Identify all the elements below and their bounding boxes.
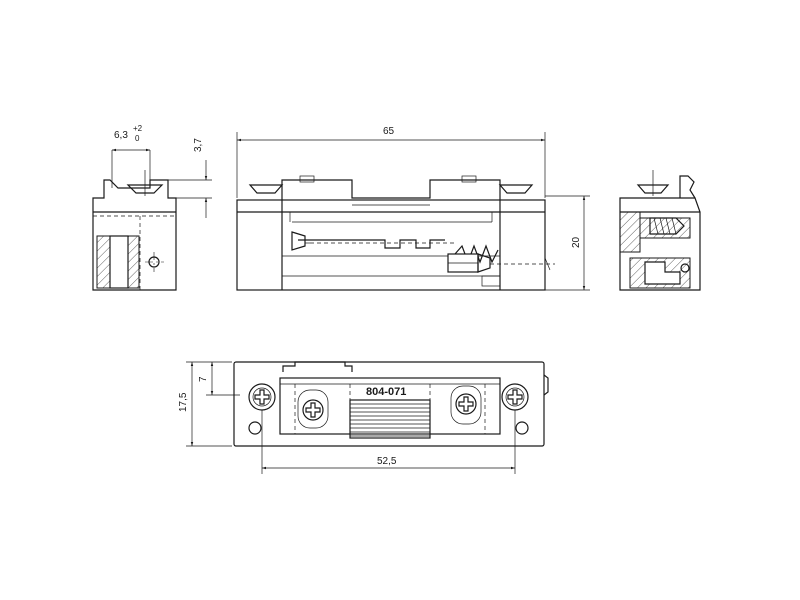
dim-side-tol-upper: +2 [133, 124, 143, 133]
ribbed-slide [349, 399, 431, 439]
mount-hole-left [248, 421, 262, 435]
left-side-view: 6,3 +2 0 3,7 [92, 124, 212, 291]
right-section-view [619, 170, 701, 291]
dim-front-length: 65 [383, 126, 395, 137]
screw-left-inner-icon [297, 389, 329, 429]
screw-left-outer-icon [248, 383, 276, 411]
dim-side-width: 6,3 [114, 130, 128, 141]
dim-side-tol-lower: 0 [135, 134, 140, 143]
dim-top-height-partial: 7 [198, 376, 209, 382]
dim-top-height-total: 17,5 [178, 392, 189, 412]
dim-side-height: 3,7 [193, 138, 204, 152]
top-view: 804-071 [178, 361, 549, 474]
screw-right-inner-icon [450, 385, 482, 425]
dim-front-height: 20 [571, 236, 582, 248]
front-view: 65 20 [236, 126, 590, 291]
screw-right-outer-icon [501, 383, 529, 411]
part-number-label: 804-071 [366, 386, 406, 398]
dim-top-hole-spacing: 52,5 [377, 456, 397, 467]
mount-hole-right [515, 421, 529, 435]
